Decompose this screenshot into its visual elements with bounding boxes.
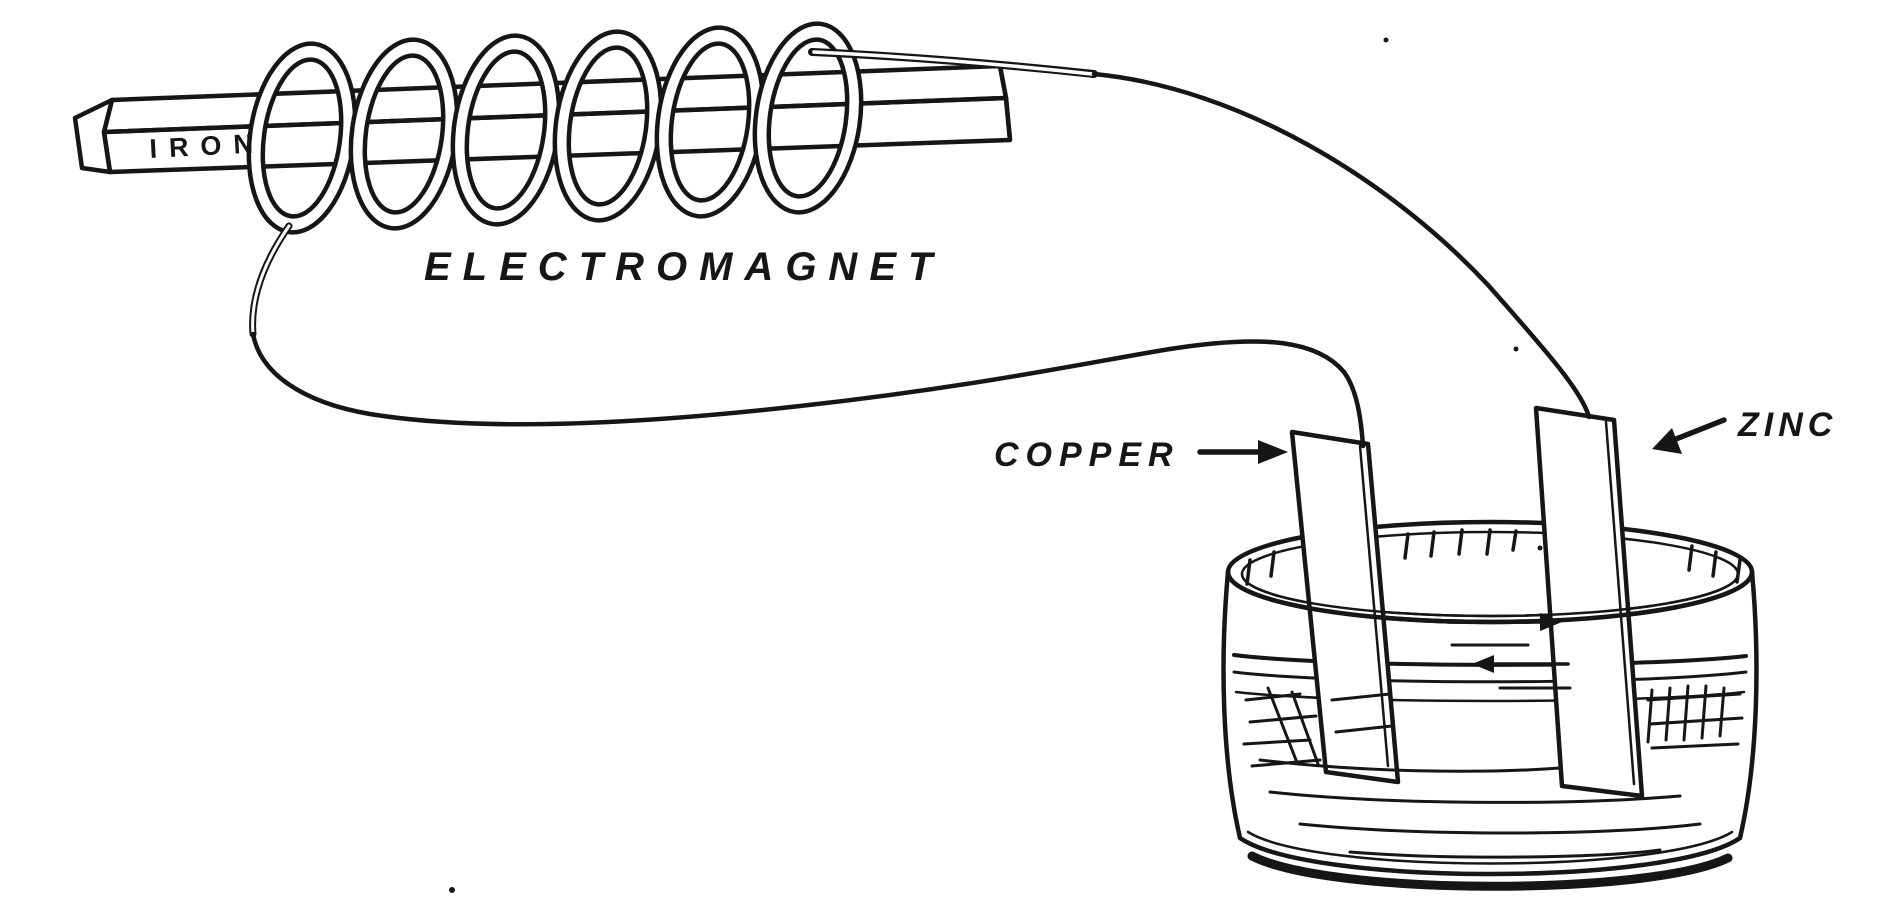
hatch-stroke: [1664, 686, 1672, 742]
copper-label: COPPER: [994, 436, 1180, 474]
jar-bottom-shadow: [1247, 851, 1733, 891]
hatch-stroke: [1682, 684, 1690, 742]
tick-mark: [1511, 529, 1518, 552]
wire-to-zinc: [1091, 71, 1592, 420]
jar-left-wall: [1221, 569, 1243, 841]
copper-arrow-head: [1258, 440, 1288, 464]
coil-turn-inner: [362, 53, 446, 215]
hatch-stroke: [1334, 724, 1394, 734]
coil-turn: [348, 37, 460, 231]
tick-mark: [1711, 550, 1718, 578]
iron-label: IRON: [149, 128, 266, 164]
iron-bar: [72, 63, 1013, 175]
hatch-stroke: [1298, 822, 1702, 835]
coil-turn-gap: [555, 33, 661, 219]
coil-turn-inner: [464, 49, 548, 211]
hatch-stroke: [1348, 848, 1662, 859]
hatch-stroke: [1648, 716, 1744, 726]
iron-bar-left-tip: [72, 97, 115, 175]
circuit-wires: [249, 48, 1592, 449]
coil-turn: [450, 33, 562, 227]
tick-dot: [1537, 545, 1543, 551]
hatch-stroke: [1646, 692, 1742, 702]
iron-bar-right-end: [997, 63, 1013, 143]
coil-turn: [752, 21, 864, 215]
coil-turn-outer: [752, 21, 864, 215]
coil-turn-inner: [260, 57, 344, 219]
coil-turn-gap: [453, 37, 559, 223]
tick-mark: [1457, 528, 1464, 556]
tick-mark: [1485, 528, 1492, 556]
zinc-plate-edge: [1604, 420, 1636, 786]
hatch-stroke: [1248, 714, 1318, 724]
current-arrow-head: [1472, 655, 1494, 673]
hatch-stroke: [1266, 686, 1298, 762]
coil-turn-gap: [351, 41, 457, 227]
jar-right-wall: [1737, 569, 1759, 841]
zinc-arrow: [1652, 417, 1727, 454]
speckle-dot: [449, 887, 455, 893]
jar-bottom-inner: [1246, 830, 1734, 865]
tick-mark: [1687, 544, 1694, 572]
current-arrow-head: [1540, 613, 1562, 631]
hatch-stroke: [1268, 790, 1682, 804]
liquid-hatching: [1242, 613, 1744, 859]
liquid-surface-line: [1232, 670, 1748, 684]
copper-arrow: [1197, 440, 1288, 464]
hatch-stroke: [1290, 690, 1320, 766]
zinc-plate: [1533, 405, 1645, 799]
coil-turn-inner: [566, 45, 650, 207]
tick-mark: [1403, 532, 1410, 560]
wire-to-copper: [250, 331, 1366, 449]
zinc-arrow-line: [1673, 417, 1727, 442]
jar-bottom: [1237, 835, 1743, 877]
zinc-arrow-head: [1652, 428, 1682, 454]
copper-plate-edge: [1358, 444, 1390, 768]
coil-turn-gap: [755, 25, 861, 211]
coil-turn: [552, 29, 664, 223]
jar-rim-front-inner: [1240, 572, 1740, 618]
hatch-stroke: [1650, 742, 1740, 750]
voltaic-cell: [1221, 405, 1759, 891]
speckle-dot: [1383, 37, 1389, 43]
labels: IRON ELECTROMAGNET COPPER ZINC: [149, 128, 1837, 474]
zinc-label: ZINC: [1737, 406, 1837, 444]
ink-speckles: [449, 37, 1519, 893]
hatch-stroke: [1242, 738, 1312, 746]
speckle-dot: [1513, 346, 1519, 352]
wire-left-tube-highlight: [251, 224, 291, 336]
hatch-stroke: [1700, 684, 1708, 740]
tick-mark: [1245, 558, 1252, 586]
tick-mark: [1269, 550, 1276, 578]
tick-mark: [1429, 530, 1436, 558]
hatch-stroke: [1258, 758, 1562, 773]
wire-left-tube: [249, 222, 293, 338]
wire-right-tube-highlight: [812, 50, 1094, 76]
coil-turn-inner: [766, 37, 850, 199]
hatch-stroke: [1330, 692, 1392, 702]
electromagnet-label: ELECTROMAGNET: [424, 245, 944, 289]
coil-turn-inner: [668, 41, 752, 203]
coil: [246, 21, 864, 235]
